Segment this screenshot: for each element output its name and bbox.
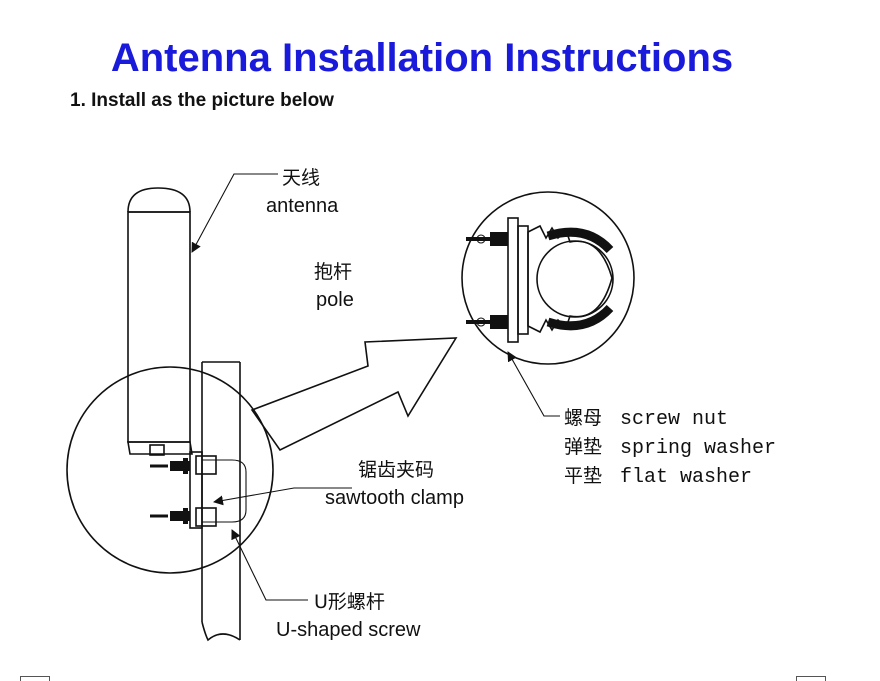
- page-title: Antenna Installation Instructions: [110, 36, 734, 80]
- step-instruction: 1. Install as the picture below: [70, 90, 334, 111]
- label-clamp-en: sawtooth clamp: [325, 487, 464, 509]
- detail-circle-left: [66, 366, 274, 574]
- page-corner-left: [20, 676, 50, 681]
- label-antenna-zh: 天线: [282, 167, 320, 189]
- zoom-detail: [461, 191, 635, 365]
- page-corner-right: [796, 676, 826, 681]
- label-spring-zh: 弹垫: [564, 436, 602, 458]
- zoom-arrow: [250, 337, 458, 452]
- antenna-body: [127, 187, 193, 455]
- label-nut-zh: 螺母: [564, 407, 602, 429]
- label-pole-en: pole: [316, 289, 354, 311]
- label-antenna-en: antenna: [266, 195, 339, 217]
- bracket-assembly: [149, 444, 247, 529]
- label-nut-en: screw nut: [620, 408, 728, 431]
- label-clamp-zh: 锯齿夹码: [358, 459, 434, 481]
- label-flat-en: flat washer: [620, 466, 752, 489]
- leader-lines: [191, 173, 560, 601]
- label-uscrew-en: U-shaped screw: [276, 619, 421, 641]
- label-uscrew-zh: U形螺杆: [314, 591, 385, 613]
- label-spring-en: spring washer: [620, 437, 776, 460]
- label-flat-zh: 平垫: [564, 465, 602, 487]
- label-pole-zh: 抱杆: [314, 261, 352, 283]
